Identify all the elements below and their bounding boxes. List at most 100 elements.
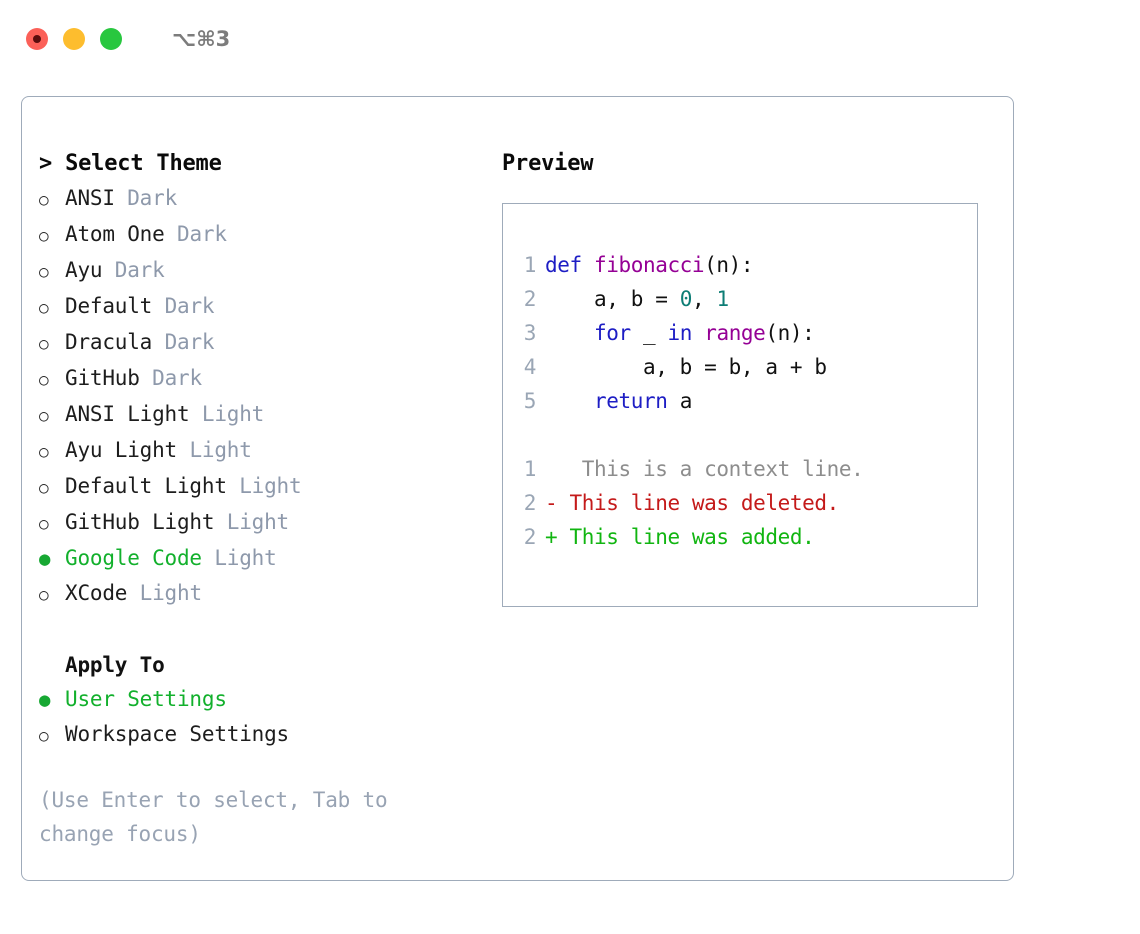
theme-option-atom-one[interactable]: ○ Atom One Dark	[39, 217, 502, 253]
code-line: 4 a, b = b, a + b	[503, 350, 977, 384]
radio-unselected-icon[interactable]: ○	[39, 298, 49, 317]
line-number: 2	[523, 287, 537, 311]
code-token-num: 1	[716, 287, 729, 311]
code-line: 5 return a	[503, 384, 977, 418]
code-token-kw: for	[593, 321, 631, 345]
radio-unselected-icon[interactable]: ○	[39, 406, 49, 425]
theme-option-label: Atom One	[65, 222, 165, 246]
diff-marker: -	[545, 491, 558, 515]
radio-unselected-icon[interactable]: ○	[39, 370, 49, 389]
code-line-text: def fibonacci(n):	[545, 248, 754, 282]
theme-option-label: Ayu	[65, 258, 103, 282]
code-line-text: a, b = b, a + b	[545, 350, 827, 384]
main-panel: > Select Theme ○ANSI Dark○Atom One Dark○…	[21, 96, 1014, 881]
code-token-pun: _	[630, 321, 668, 345]
code-token-kw: return	[593, 389, 668, 413]
line-number: 3	[523, 321, 537, 345]
radio-unselected-icon[interactable]: ○	[39, 478, 49, 497]
theme-option-dracula[interactable]: ○Dracula Dark	[39, 325, 502, 361]
theme-option-label: GitHub	[65, 366, 140, 390]
theme-variant-tag: Light	[226, 510, 289, 534]
code-token-pun	[545, 321, 594, 345]
code-token-pun: (n):	[765, 321, 815, 345]
keyboard-shortcut-label: ⌥⌘3	[172, 27, 231, 51]
line-number: 2	[523, 491, 537, 515]
radio-unselected-icon[interactable]: ○	[39, 726, 49, 745]
radio-selected-icon[interactable]: ●	[39, 548, 51, 570]
theme-option-github[interactable]: ○GitHub Dark	[39, 361, 502, 397]
theme-option-ansi-light[interactable]: ○ANSI Light Light	[39, 397, 502, 433]
diff-line-text: This line was deleted.	[557, 491, 839, 515]
code-token-kw: in	[667, 321, 692, 345]
theme-option-label: ANSI	[65, 186, 115, 210]
code-line-text: for _ in range(n):	[545, 316, 815, 350]
radio-unselected-icon[interactable]: ○	[39, 262, 49, 281]
radio-unselected-icon[interactable]: ○	[39, 190, 49, 209]
radio-selected-icon[interactable]: ●	[39, 689, 51, 711]
theme-option-github-light[interactable]: ○ GitHub Light Light	[39, 505, 502, 541]
apply-to-option-workspace-settings[interactable]: ○ Workspace Settings	[39, 717, 502, 753]
code-token-pun: a	[667, 389, 693, 413]
code-token-fn: fibonacci	[593, 253, 705, 277]
maximize-button-icon[interactable]	[100, 28, 122, 50]
code-line-text: return a	[545, 384, 692, 418]
keyboard-hint-text: (Use Enter to select, Tab to change focu…	[39, 788, 388, 846]
theme-variant-tag: Dark	[177, 222, 227, 246]
theme-variant-tag: Light	[201, 402, 265, 426]
radio-unselected-icon[interactable]: ○	[39, 585, 49, 604]
line-number: 2	[523, 525, 537, 549]
code-token-pun: a, b = b, a + b	[545, 355, 827, 379]
theme-option-ayu[interactable]: ○ Ayu Dark	[39, 253, 502, 289]
theme-option-label: Google Code	[65, 546, 202, 570]
apply-to-option-user-settings[interactable]: ● User Settings	[39, 682, 502, 717]
theme-variant-tag: Dark	[114, 258, 165, 282]
theme-option-xcode[interactable]: ○ XCode Light	[39, 576, 502, 612]
theme-option-google-code[interactable]: ● Google Code Light	[39, 541, 502, 576]
theme-option-list[interactable]: ○ANSI Dark○Atom One Dark○Ayu Dark○Defaul…	[39, 181, 502, 612]
theme-variant-tag: Light	[139, 581, 202, 605]
theme-variant-tag: Dark	[164, 330, 215, 354]
theme-option-default-light[interactable]: ○Default Light Light	[39, 469, 502, 505]
code-token-fn: range	[704, 321, 766, 345]
code-token-kw: def	[545, 253, 594, 277]
radio-unselected-icon[interactable]: ○	[39, 514, 49, 533]
close-button-icon[interactable]	[26, 28, 48, 50]
diff-line-add: 2 + This line was added.	[503, 520, 977, 554]
theme-variant-tag: Light	[214, 546, 277, 570]
diff-line-text: This line was added.	[557, 525, 815, 549]
diff-marker: +	[545, 525, 558, 549]
code-token-pun	[692, 321, 704, 345]
apply-to-option-label: User Settings	[65, 687, 227, 711]
diff-line-ctx: 1 This is a context line.	[503, 452, 977, 486]
theme-option-ayu-light[interactable]: ○Ayu Light Light	[39, 433, 502, 469]
theme-option-label: GitHub Light	[65, 510, 215, 534]
apply-to-option-label: Workspace Settings	[65, 722, 289, 746]
apply-to-option-list[interactable]: ● User Settings ○ Workspace Settings	[39, 682, 502, 753]
radio-unselected-icon[interactable]: ○	[39, 226, 49, 245]
radio-unselected-icon[interactable]: ○	[39, 334, 49, 353]
theme-option-default[interactable]: ○ Default Dark	[39, 289, 502, 325]
theme-option-label: Default	[65, 294, 153, 318]
code-line-text: a, b = 0, 1	[545, 282, 729, 316]
line-number: 1	[523, 457, 537, 481]
window-controls	[26, 28, 122, 50]
radio-unselected-icon[interactable]: ○	[39, 442, 49, 461]
diff-sample: 1 This is a context line.2- This line wa…	[503, 452, 977, 554]
code-token-pun: ,	[691, 287, 717, 311]
code-line: 3 for _ in range(n):	[503, 316, 977, 350]
line-number: 4	[523, 355, 537, 379]
diff-line-del: 2- This line was deleted.	[503, 486, 977, 520]
line-number: 1	[523, 253, 537, 277]
theme-option-ansi[interactable]: ○ANSI Dark	[39, 181, 502, 217]
minimize-button-icon[interactable]	[63, 28, 85, 50]
code-line: 2 a, b = 0, 1	[503, 282, 977, 316]
theme-variant-tag: Dark	[164, 294, 215, 318]
code-token-num: 0	[679, 287, 693, 311]
theme-option-label: XCode	[65, 581, 128, 605]
theme-variant-tag: Light	[239, 474, 302, 498]
diff-marker	[545, 452, 557, 486]
